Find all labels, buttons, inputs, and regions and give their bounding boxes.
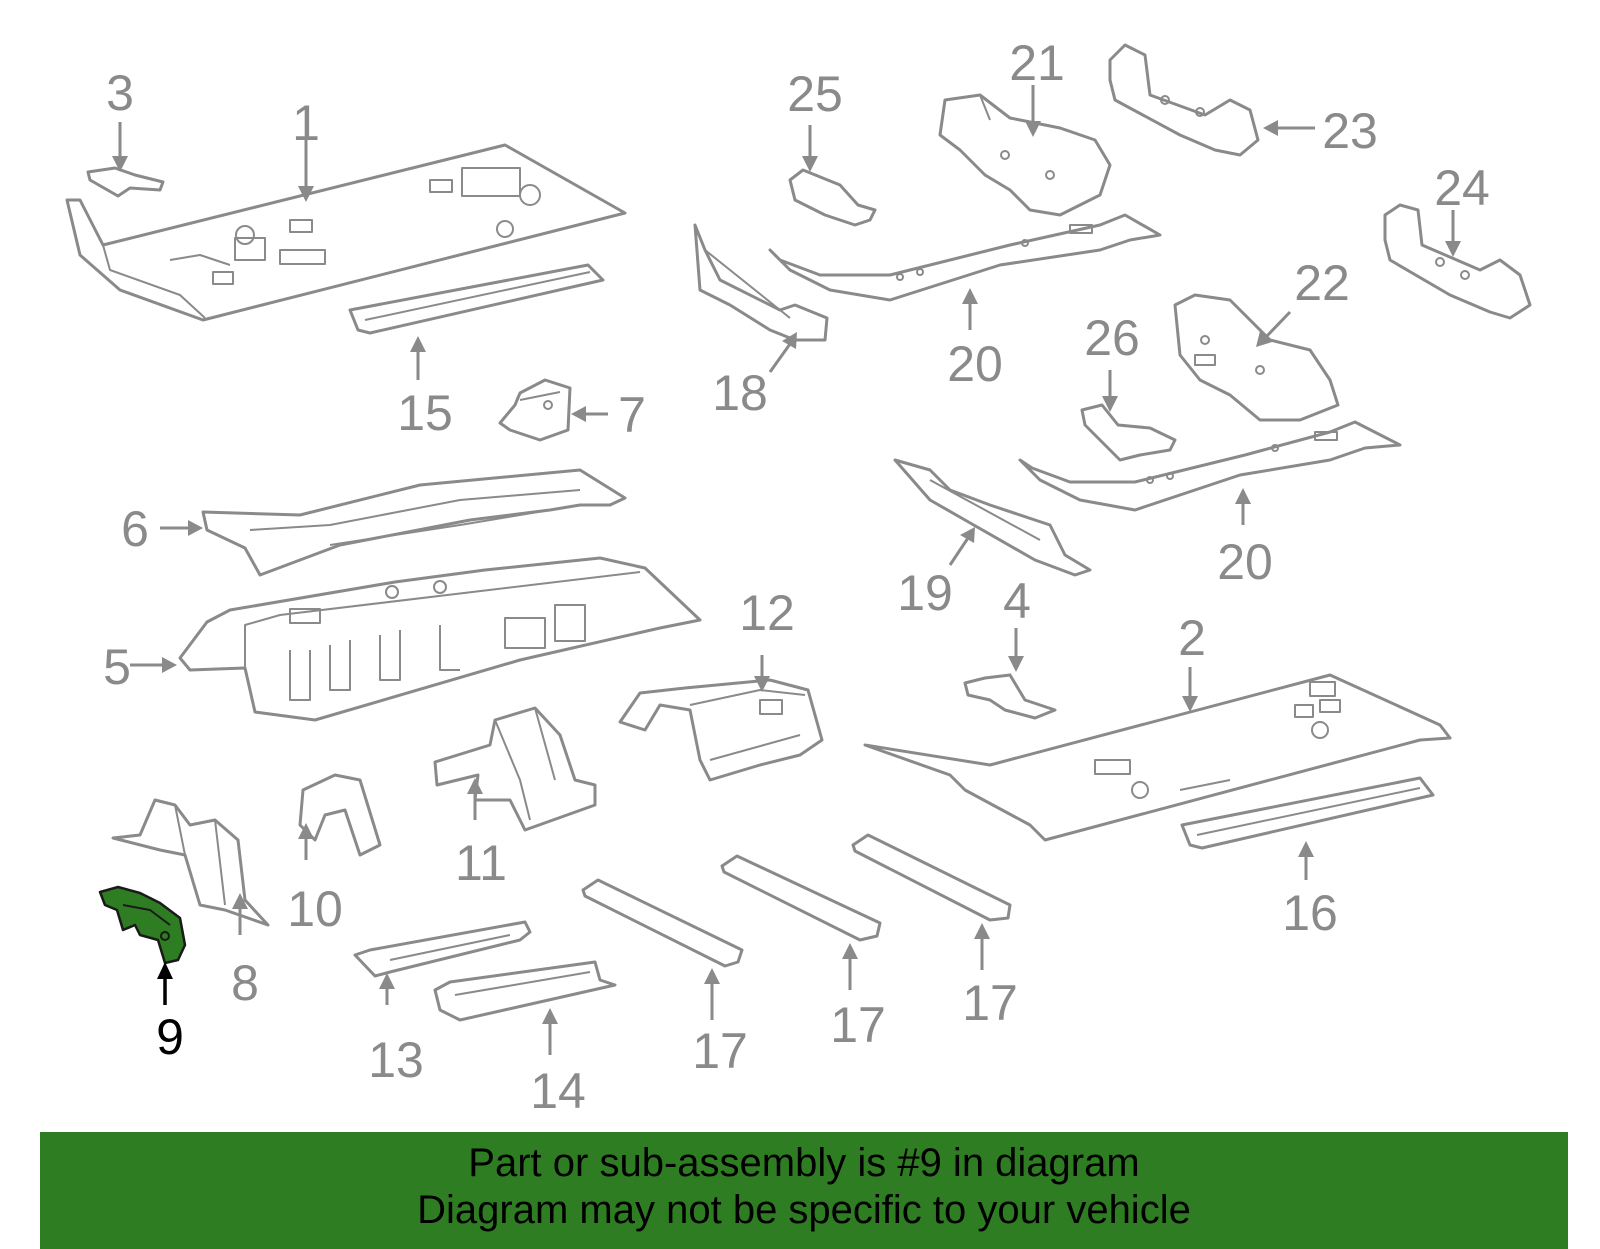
banner-line-2: Diagram may not be specific to your vehi…	[417, 1188, 1191, 1232]
part-20-frame-rail-upper[interactable]	[768, 213, 1162, 302]
part-6-tunnel-reinforcement[interactable]	[201, 468, 627, 577]
banner-line-1: Part or sub-assembly is #9 in diagram	[468, 1141, 1140, 1185]
callout-12: 12	[739, 585, 795, 641]
callout-10: 10	[287, 881, 343, 937]
part-13-side-rail[interactable]	[353, 920, 532, 978]
part-4-bracket[interactable]	[963, 673, 1057, 720]
info-banner: Part or sub-assembly is #9 in diagram Di…	[40, 1132, 1568, 1249]
callout-13: 13	[368, 1032, 424, 1088]
callout-25: 25	[787, 66, 843, 122]
part-2-floor-pan[interactable]	[863, 673, 1452, 842]
callout-19: 19	[897, 565, 953, 621]
callout-23: 23	[1322, 103, 1378, 159]
callout-24: 24	[1434, 160, 1490, 216]
part-24-rear-crossmember[interactable]	[1383, 203, 1532, 320]
part-3-bracket[interactable]	[86, 166, 165, 198]
callout-7: 7	[618, 387, 646, 443]
callout-2: 2	[1178, 610, 1206, 666]
callout-3: 3	[106, 65, 134, 121]
part-12-crossmember-bracket[interactable]	[618, 678, 824, 782]
callout-8: 8	[231, 955, 259, 1011]
part-26-bracket[interactable]	[1080, 403, 1177, 462]
part-20-frame-rail-lower[interactable]	[1018, 420, 1402, 512]
callout-14: 14	[530, 1063, 586, 1119]
callout-5: 5	[103, 639, 131, 695]
part-17-brace-strap-center[interactable]	[720, 854, 882, 942]
part-22-crossmember[interactable]	[1173, 293, 1340, 422]
callout-17-center: 17	[830, 997, 886, 1053]
callout-1: 1	[292, 95, 320, 151]
part-25-bracket[interactable]	[788, 168, 877, 227]
callout-20-upper: 20	[947, 336, 1003, 392]
callout-22: 22	[1294, 255, 1350, 311]
part-15-sill-reinforcement[interactable]	[348, 263, 605, 335]
callout-15: 15	[397, 385, 453, 441]
part-9-highlighted-bracket[interactable]	[98, 885, 187, 965]
callout-20-lower: 20	[1217, 534, 1273, 590]
callout-9: 9	[156, 1009, 184, 1065]
part-17-brace-strap-right[interactable]	[851, 833, 1012, 922]
part-18-frame-bracket[interactable]	[693, 223, 829, 342]
part-7-support-bracket[interactable]	[498, 378, 572, 442]
callout-18: 18	[712, 365, 768, 421]
callout-21: 21	[1009, 35, 1065, 91]
callout-26: 26	[1084, 310, 1140, 366]
part-19-rear-rail[interactable]	[893, 458, 1092, 577]
callout-11: 11	[455, 835, 507, 891]
callout-17-left: 17	[692, 1023, 748, 1079]
callout-6: 6	[121, 501, 149, 557]
part-23-rear-crossmember[interactable]	[1108, 43, 1260, 157]
callout-17-right: 17	[962, 975, 1018, 1031]
part-8-wheelhouse-brace[interactable]	[111, 798, 270, 927]
part-21-crossmember[interactable]	[938, 93, 1112, 217]
part-16-sill-reinforcement[interactable]	[1180, 776, 1435, 850]
part-11-rear-bracket[interactable]	[433, 706, 597, 832]
part-17-brace-strap-left[interactable]	[581, 878, 744, 968]
callout-4: 4	[1003, 573, 1031, 629]
callout-16: 16	[1282, 885, 1338, 941]
part-5-floor-center-section[interactable]	[178, 556, 702, 722]
part-10-support[interactable]	[298, 773, 382, 857]
part-14-side-rail-channel[interactable]	[433, 960, 617, 1022]
part-1-front-floor-pan[interactable]	[65, 143, 627, 322]
